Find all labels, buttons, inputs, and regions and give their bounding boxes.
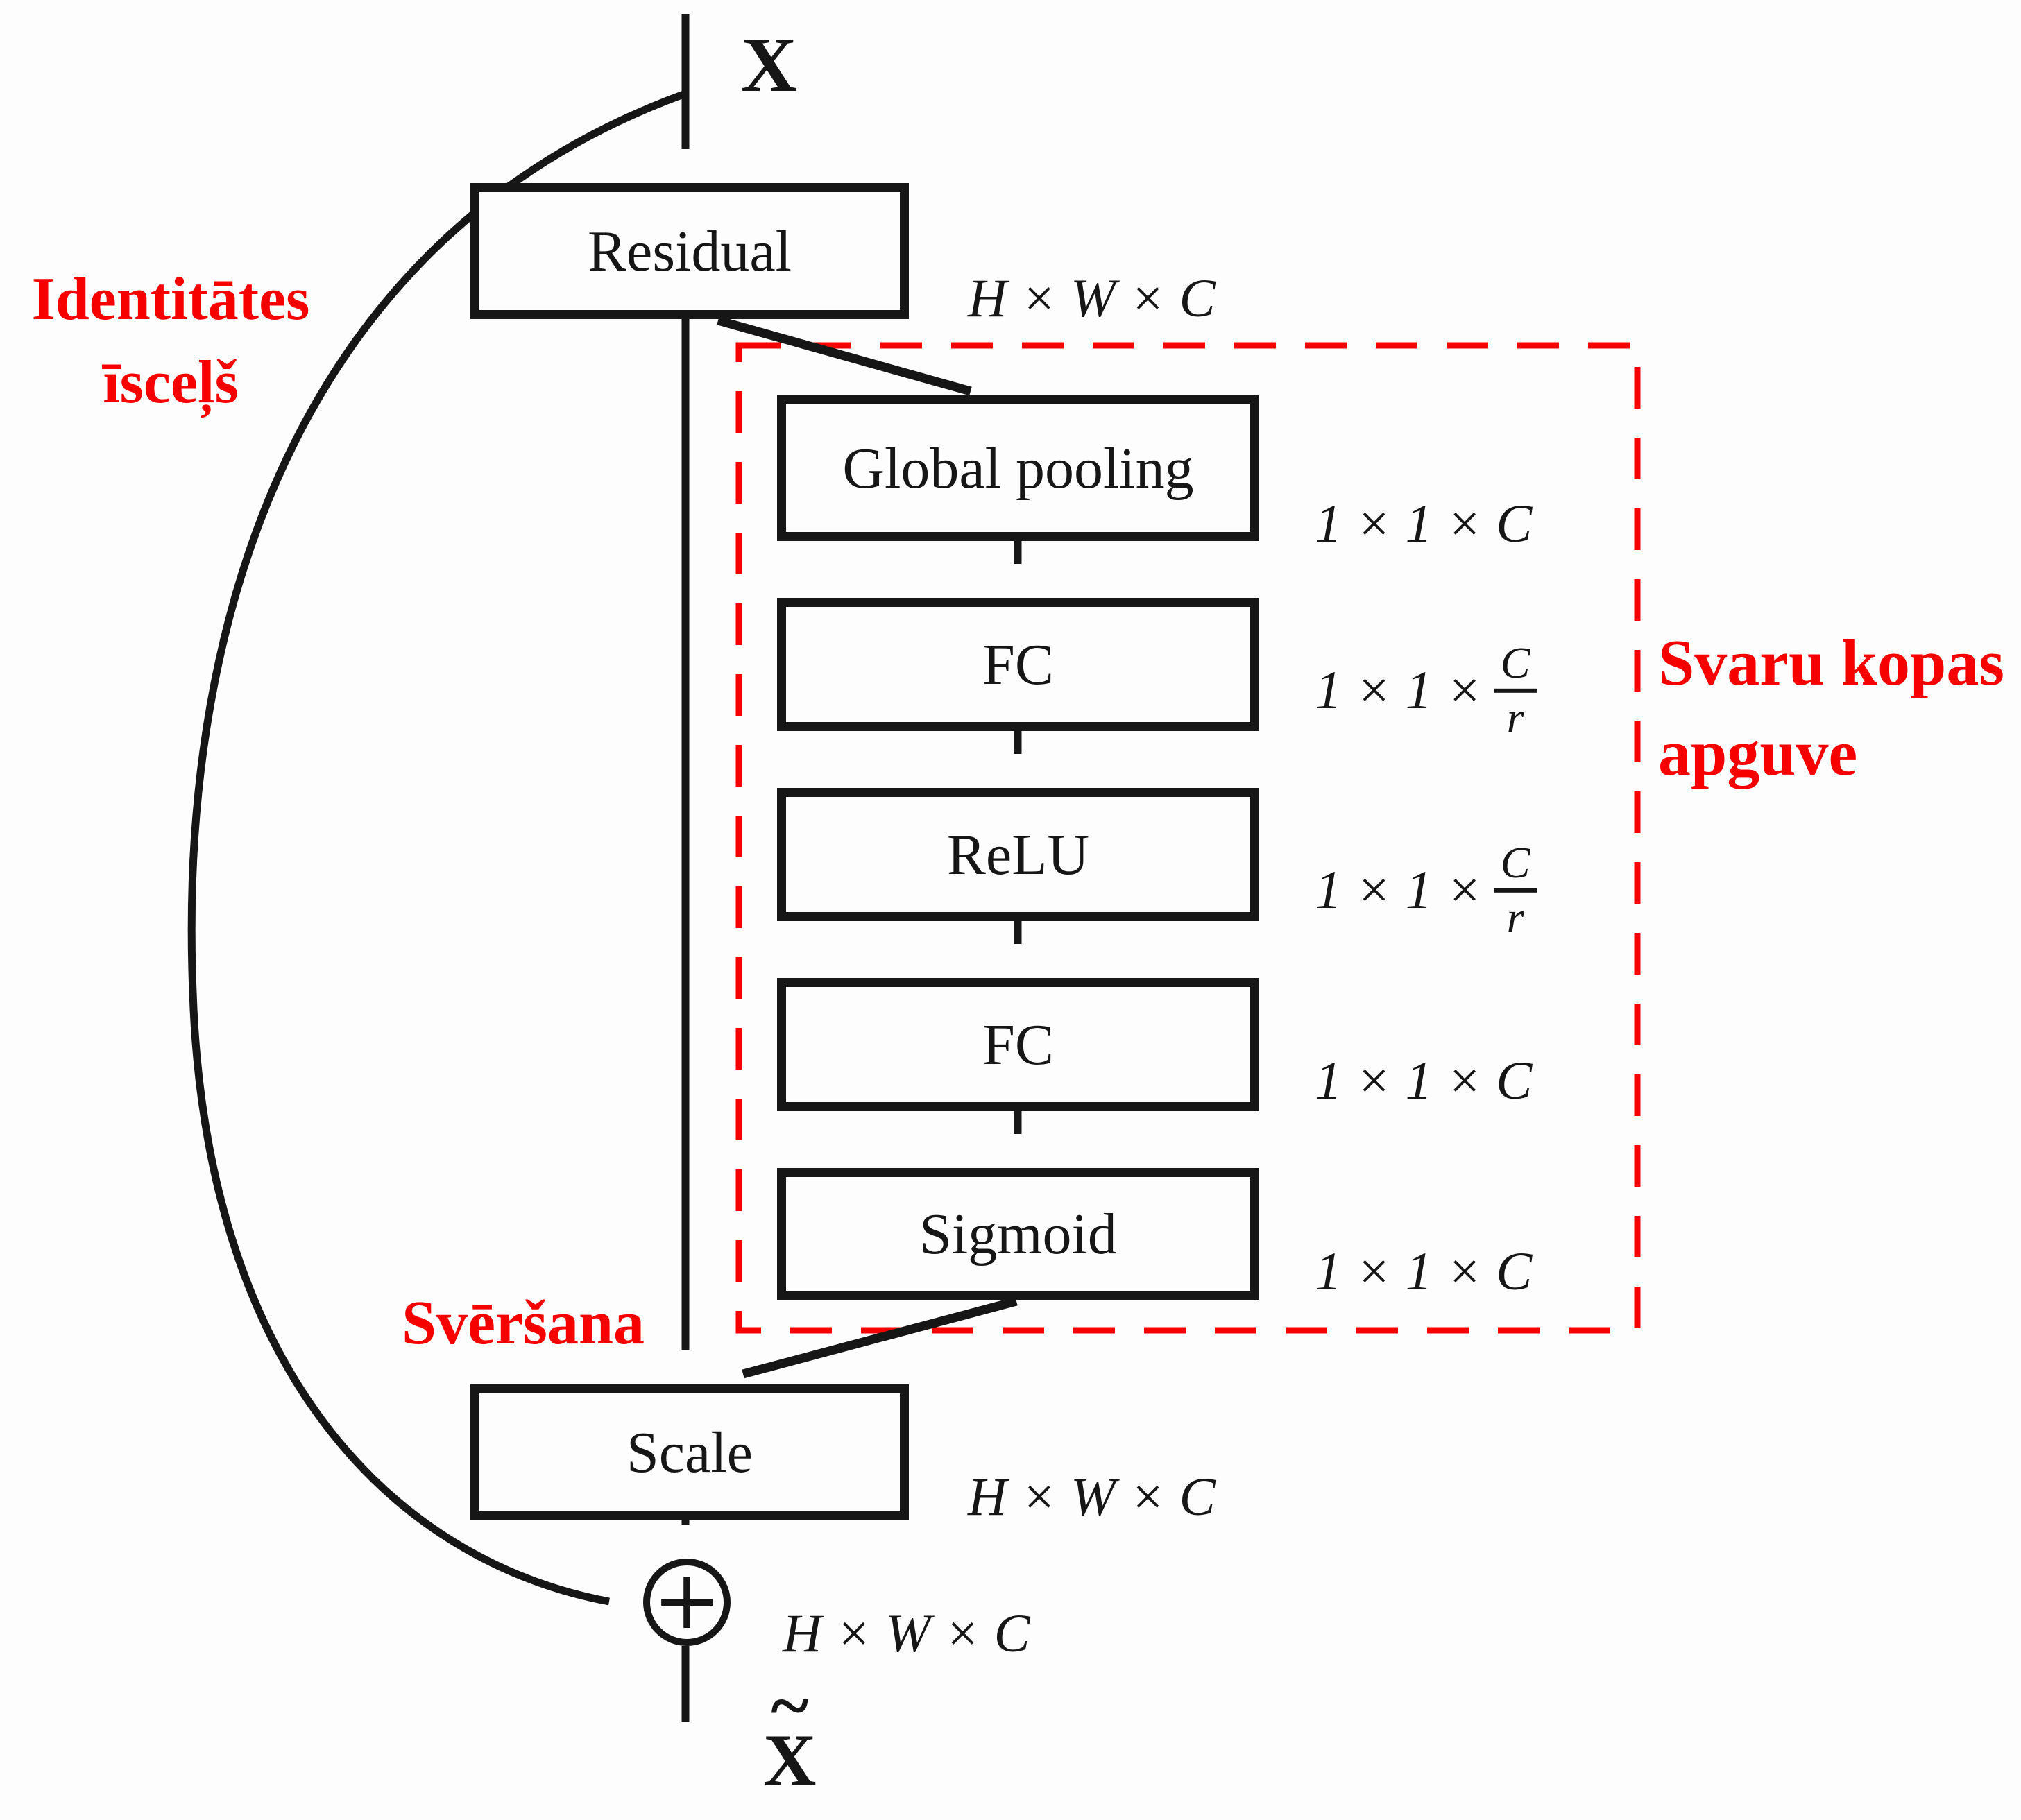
identity-shortcut-annotation-line1: Identitātes <box>31 266 310 333</box>
fc1-output-dim: 1 × 1 × C r <box>1315 639 1537 741</box>
weight-learning-dashed-boundary <box>735 342 1641 1334</box>
fc1-output-dim-numerator: C <box>1493 639 1537 693</box>
global-pooling-output-dim: 1 × 1 × C <box>1315 493 1533 553</box>
identity-shortcut-annotation: Identitātes īsceļš <box>14 258 327 424</box>
relu-block: ReLU <box>777 788 1259 921</box>
sum-node: + <box>643 1559 731 1646</box>
input-label: X <box>741 22 797 108</box>
relu-output-dim-prefix: 1 × 1 × <box>1315 859 1483 920</box>
output-label-base: X <box>763 1719 817 1801</box>
sum-output-dim: H × W × C <box>783 1603 1030 1663</box>
output-label-tilde: ~ <box>771 1666 809 1746</box>
residual-block-label: Residual <box>588 218 792 284</box>
weight-learning-annotation-line2: apguve <box>1658 716 1858 789</box>
relu-output-dim-numerator: C <box>1493 839 1537 893</box>
sigmoid-output-dim: 1 × 1 × C <box>1315 1241 1533 1301</box>
fc1-output-dim-denominator: r <box>1506 693 1524 742</box>
fc2-output-dim: 1 × 1 × C <box>1315 1050 1533 1110</box>
scale-output-dim: H × W × C <box>968 1466 1216 1527</box>
relu-block-label: ReLU <box>946 822 1090 887</box>
fc2-block: FC <box>777 978 1259 1111</box>
identity-shortcut-annotation-line2: īsceļš <box>103 348 239 416</box>
weighting-annotation: Svēršana <box>401 1289 645 1357</box>
weight-learning-annotation-line1: Svaru kopas <box>1658 627 2004 699</box>
scale-block-label: Scale <box>626 1420 753 1485</box>
residual-block: Residual <box>470 183 909 319</box>
fc1-block-label: FC <box>982 632 1054 697</box>
fc1-output-dim-fraction: C r <box>1493 639 1537 742</box>
relu-output-dim-fraction: C r <box>1493 839 1537 942</box>
sigmoid-block-label: Sigmoid <box>919 1201 1117 1267</box>
fc1-block: FC <box>777 598 1259 731</box>
output-label: ~ X <box>763 1666 817 1801</box>
global-pooling-block-label: Global pooling <box>842 436 1194 501</box>
sigmoid-block: Sigmoid <box>777 1168 1259 1300</box>
sum-operator-label: + <box>652 1552 722 1647</box>
fc1-output-dim-prefix: 1 × 1 × <box>1315 660 1483 720</box>
weight-learning-annotation: Svaru kopas apguve <box>1658 619 2004 798</box>
residual-output-dim: H × W × C <box>968 268 1216 328</box>
fc2-block-label: FC <box>982 1012 1054 1077</box>
scale-block: Scale <box>470 1384 909 1520</box>
identity-shortcut-curve <box>187 89 687 1606</box>
relu-output-dim-denominator: r <box>1506 893 1524 942</box>
global-pooling-block: Global pooling <box>777 395 1259 541</box>
residual-to-global-pooling-arrow <box>717 316 972 396</box>
sigmoid-to-scale-arrow <box>742 1296 1018 1379</box>
relu-output-dim: 1 × 1 × C r <box>1315 839 1537 941</box>
